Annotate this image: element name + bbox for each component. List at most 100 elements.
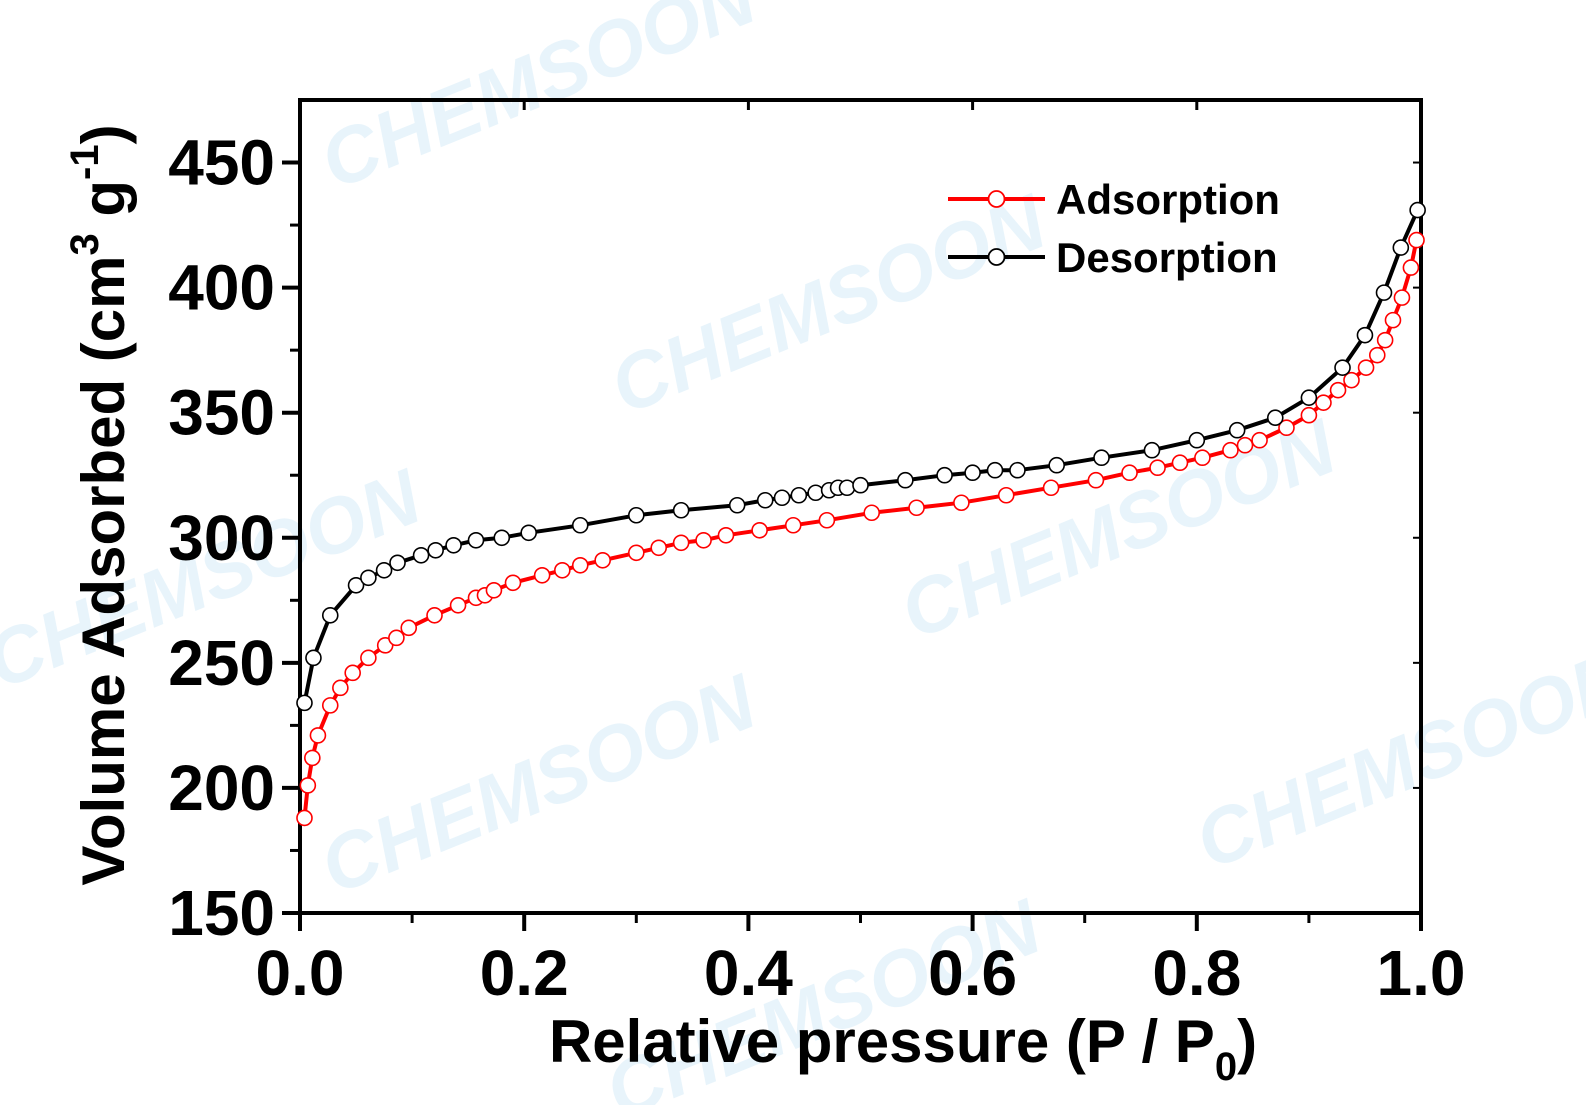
legend-label: Desorption <box>1056 234 1278 281</box>
adsorption-point <box>571 556 589 574</box>
adsorption-point <box>321 697 339 714</box>
adsorption-point <box>953 494 970 512</box>
desorption-point <box>1093 449 1110 467</box>
adsorption-point <box>672 534 690 552</box>
desorption-point <box>389 554 406 572</box>
x-tick-label: 0.8 <box>1152 937 1241 1009</box>
y-tick-label: 300 <box>168 502 275 574</box>
desorption-point <box>756 491 774 509</box>
watermark: CHEMSOON <box>598 176 1058 430</box>
desorption-point <box>1409 201 1426 219</box>
y-axis: 150 200 250 300 350 400 450 <box>168 127 1421 949</box>
adsorption-point <box>1393 289 1411 306</box>
adsorption-point <box>360 649 377 667</box>
x-axis: 0.0 0.2 0.4 0.6 0.8 1.0 <box>256 100 1466 1009</box>
desorption-point <box>1048 456 1065 474</box>
x-axis-title: Relative pressure (P / P0) <box>549 1008 1257 1089</box>
adsorption-point <box>1222 441 1239 459</box>
y-tick-label: 400 <box>168 252 275 324</box>
adsorption-point <box>1315 394 1332 411</box>
x-tick-label: 0.6 <box>928 937 1017 1009</box>
adsorption-point <box>449 597 467 614</box>
adsorption-point <box>504 574 522 592</box>
desorption-point <box>1266 409 1284 426</box>
desorption-point <box>1356 326 1374 344</box>
desorption-point <box>1392 239 1410 256</box>
desorption-point <box>1334 359 1351 376</box>
desorption-point <box>375 561 393 579</box>
adsorption-point <box>1368 346 1386 364</box>
desorption-point <box>1375 284 1393 301</box>
desorption-point <box>305 649 322 667</box>
adsorption-point <box>1251 431 1268 449</box>
y-axis-title-superscript: 3 <box>63 233 107 255</box>
y-tick-label: 450 <box>168 127 275 199</box>
adsorption-point <box>784 516 802 534</box>
adsorption-point <box>1149 459 1166 477</box>
adsorption-point <box>554 561 571 579</box>
adsorption-point <box>908 499 925 517</box>
y-tick-label: 350 <box>168 377 275 449</box>
desorption-point <box>445 536 462 554</box>
desorption-point <box>1300 389 1318 406</box>
desorption-point <box>493 529 511 547</box>
desorption-point <box>427 541 444 559</box>
adsorption-point <box>344 664 361 682</box>
watermark: CHEMSOON <box>308 656 768 910</box>
y-tick-label: 200 <box>168 752 275 824</box>
x-tick-label: 0.0 <box>256 937 345 1009</box>
adsorption-point <box>332 679 349 697</box>
legend-marker <box>987 248 1006 266</box>
desorption-point <box>897 471 914 489</box>
adsorption-point <box>1329 381 1347 399</box>
x-tick-label: 0.4 <box>704 937 793 1009</box>
adsorption-point <box>1343 371 1360 389</box>
x-axis-title-subscript: 0 <box>1215 1045 1237 1089</box>
desorption-point <box>412 546 430 564</box>
y-tick-label: 150 <box>168 877 275 949</box>
adsorption-point <box>1408 231 1425 249</box>
y-axis-title-superscript-2: -1 <box>63 144 107 180</box>
desorption-point <box>296 694 313 712</box>
adsorption-point <box>1402 259 1420 276</box>
desorption-point <box>936 466 953 484</box>
adsorption-point <box>1171 454 1189 472</box>
adsorption-point <box>485 582 503 599</box>
desorption-point <box>520 524 537 542</box>
desorption-point <box>672 501 690 519</box>
adsorption-point <box>1384 311 1402 329</box>
desorption-point <box>852 476 869 494</box>
adsorption-point <box>309 727 327 744</box>
desorption-point <box>1009 461 1026 479</box>
adsorption-point <box>751 521 768 539</box>
y-tick-label: 250 <box>168 627 275 699</box>
desorption-point <box>627 506 645 524</box>
adsorption-point <box>296 809 313 827</box>
adsorption-point <box>627 544 645 562</box>
x-tick-label: 1.0 <box>1377 937 1466 1009</box>
series-layer <box>296 201 1426 827</box>
desorption-point <box>1228 421 1246 439</box>
desorption-point <box>807 484 824 502</box>
desorption-point <box>360 569 377 587</box>
adsorption-point <box>1087 471 1105 489</box>
desorption-point <box>728 496 746 514</box>
desorption-point <box>790 486 808 504</box>
desorption-point <box>838 479 856 497</box>
legend-marker <box>987 190 1006 208</box>
adsorption-point <box>533 566 551 584</box>
adsorption-point <box>400 619 418 637</box>
adsorption-point <box>695 531 712 549</box>
watermark: CHEMSOON <box>308 0 768 206</box>
x-tick-label: 0.2 <box>480 937 569 1009</box>
adsorption-point <box>1357 359 1375 376</box>
adsorption-point <box>818 511 836 529</box>
adsorption-point <box>717 526 735 544</box>
desorption-point <box>1143 441 1161 459</box>
desorption-point <box>1188 431 1206 449</box>
desorption-point <box>347 576 365 594</box>
adsorption-point <box>1194 449 1211 467</box>
